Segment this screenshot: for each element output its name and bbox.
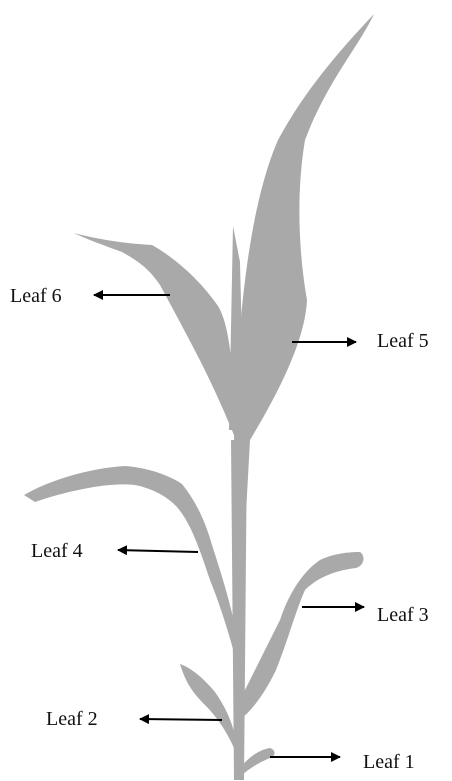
leaf-4-shape bbox=[24, 466, 238, 660]
plant-silhouette bbox=[24, 14, 374, 780]
leaf-1-shape bbox=[240, 748, 275, 775]
leaf-4-label: Leaf 4 bbox=[31, 540, 83, 562]
leaf-6-shape bbox=[74, 233, 236, 440]
leaf-5-shape bbox=[234, 14, 374, 550]
leaf-2-label: Leaf 2 bbox=[46, 708, 98, 730]
leaf-5-label: Leaf 5 bbox=[377, 330, 429, 352]
leaf-2-arrow bbox=[140, 719, 222, 720]
leaf-2-shape bbox=[180, 664, 236, 748]
leaf-4-arrow bbox=[118, 550, 198, 552]
leaf-6-label: Leaf 6 bbox=[10, 285, 62, 307]
leaf-3-label: Leaf 3 bbox=[377, 604, 429, 626]
leaf-1-label: Leaf 1 bbox=[363, 751, 415, 773]
leaf-3-shape bbox=[240, 552, 363, 720]
